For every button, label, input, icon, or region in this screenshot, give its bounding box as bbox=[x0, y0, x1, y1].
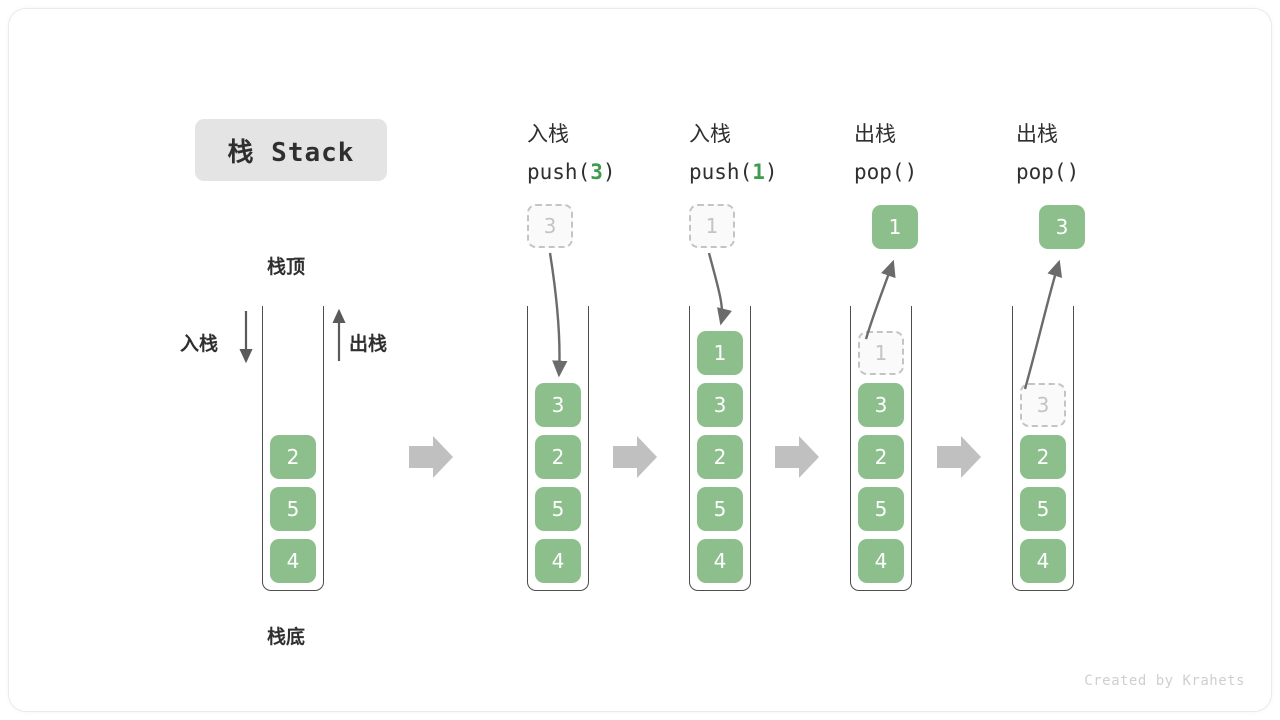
stack-column-after-push-1: 4 5 2 3 1 bbox=[689, 306, 751, 591]
operation-code-suffix-0: ) bbox=[602, 160, 616, 184]
operation-cn-3: 出栈 bbox=[1016, 122, 1058, 146]
stack-item: 2 bbox=[858, 435, 904, 479]
stack-bottom-label: 栈底 bbox=[267, 626, 306, 648]
stack-ghost-slot: 3 bbox=[1020, 383, 1066, 427]
stack-item: 4 bbox=[1020, 539, 1066, 583]
stack-item: 2 bbox=[535, 435, 581, 479]
stack-wall-left bbox=[1012, 306, 1013, 581]
floating-ghost-box-2: 1 bbox=[689, 204, 735, 248]
stack-ghost-slot: 1 bbox=[858, 331, 904, 375]
stack-column-initial: 4 5 2 bbox=[262, 306, 324, 591]
stack-wall-right bbox=[588, 306, 589, 581]
operation-header-1: 入栈 push(1) bbox=[689, 115, 778, 191]
arrows-overlay bbox=[239, 252, 1063, 478]
operation-code-arg-0: 3 bbox=[590, 160, 603, 184]
operation-header-3: 出栈 pop() bbox=[1016, 115, 1079, 191]
stack-items: 4 5 2 bbox=[270, 435, 316, 583]
stack-item: 5 bbox=[858, 487, 904, 531]
stack-wall-right bbox=[750, 306, 751, 581]
stack-item: 3 bbox=[697, 383, 743, 427]
operation-code-3: pop() bbox=[1016, 153, 1079, 191]
operation-code-0: push(3) bbox=[527, 153, 616, 191]
operation-code-prefix-0: push( bbox=[527, 160, 591, 184]
floating-ghost-box-1: 3 bbox=[527, 204, 573, 248]
popped-value-box-4: 3 bbox=[1039, 205, 1085, 249]
flow-arrow-icon-3 bbox=[775, 436, 819, 478]
stack-item: 4 bbox=[535, 539, 581, 583]
stack-wall-left bbox=[262, 306, 263, 581]
stack-item: 5 bbox=[1020, 487, 1066, 531]
stack-floor bbox=[262, 575, 324, 591]
flow-arrow-icon-4 bbox=[937, 436, 981, 478]
diagram-card: 栈 Stack 栈顶 栈底 入栈 出栈 入栈 push(3) 入栈 push(1… bbox=[8, 8, 1272, 712]
operation-cn-2: 出栈 bbox=[854, 122, 896, 146]
stack-top-label: 栈顶 bbox=[267, 256, 306, 278]
stack-column-after-pop-3: 4 5 2 3 bbox=[1012, 306, 1074, 591]
operation-code-1: push(1) bbox=[689, 153, 778, 191]
stack-floor bbox=[689, 575, 751, 591]
stack-items: 4 5 2 3 bbox=[535, 383, 581, 583]
operation-header-2: 出栈 pop() bbox=[854, 115, 917, 191]
operation-code-arg-1: 1 bbox=[752, 160, 765, 184]
popped-value-box-3: 1 bbox=[872, 205, 918, 249]
stack-items: 4 5 2 3 1 bbox=[697, 331, 743, 583]
pop-direction-label: 出栈 bbox=[349, 333, 388, 355]
flow-arrow-icon-2 bbox=[613, 436, 657, 478]
stack-item: 5 bbox=[535, 487, 581, 531]
operation-code-suffix-3: ) bbox=[1066, 160, 1080, 184]
stack-wall-left bbox=[527, 306, 528, 581]
stack-column-after-push-3: 4 5 2 3 bbox=[527, 306, 589, 591]
push-direction-label: 入栈 bbox=[180, 333, 219, 355]
operation-cn-0: 入栈 bbox=[527, 122, 569, 146]
operation-code-suffix-2: ) bbox=[904, 160, 918, 184]
page-title: 栈 Stack bbox=[227, 137, 355, 168]
stack-item: 1 bbox=[697, 331, 743, 375]
credit-text: Created by Krahets bbox=[1084, 673, 1245, 689]
stack-item: 2 bbox=[697, 435, 743, 479]
operation-code-suffix-1: ) bbox=[764, 160, 778, 184]
stack-floor bbox=[850, 575, 912, 591]
operation-cn-1: 入栈 bbox=[689, 122, 731, 146]
operation-code-2: pop() bbox=[854, 153, 917, 191]
operation-code-prefix-1: push( bbox=[689, 160, 753, 184]
stack-item: 3 bbox=[535, 383, 581, 427]
stack-items: 4 5 2 3 1 bbox=[858, 331, 904, 583]
operation-header-0: 入栈 push(3) bbox=[527, 115, 616, 191]
stack-item: 3 bbox=[858, 383, 904, 427]
stack-floor bbox=[1012, 575, 1074, 591]
stack-item: 4 bbox=[270, 539, 316, 583]
operation-code-prefix-3: pop( bbox=[1016, 160, 1067, 184]
flow-arrow-icon-1 bbox=[409, 436, 453, 478]
stack-item: 5 bbox=[697, 487, 743, 531]
stack-items: 4 5 2 3 bbox=[1020, 383, 1066, 583]
stack-wall-left bbox=[850, 306, 851, 581]
operation-code-prefix-2: pop( bbox=[854, 160, 905, 184]
stack-item: 4 bbox=[697, 539, 743, 583]
stack-column-after-pop-1: 4 5 2 3 1 bbox=[850, 306, 912, 591]
stack-item: 2 bbox=[1020, 435, 1066, 479]
stack-wall-left bbox=[689, 306, 690, 581]
stack-wall-right bbox=[323, 306, 324, 581]
stack-item: 4 bbox=[858, 539, 904, 583]
stack-wall-right bbox=[911, 306, 912, 581]
stack-wall-right bbox=[1073, 306, 1074, 581]
stack-item: 5 bbox=[270, 487, 316, 531]
stack-floor bbox=[527, 575, 589, 591]
stack-item: 2 bbox=[270, 435, 316, 479]
title-badge: 栈 Stack bbox=[195, 119, 387, 181]
